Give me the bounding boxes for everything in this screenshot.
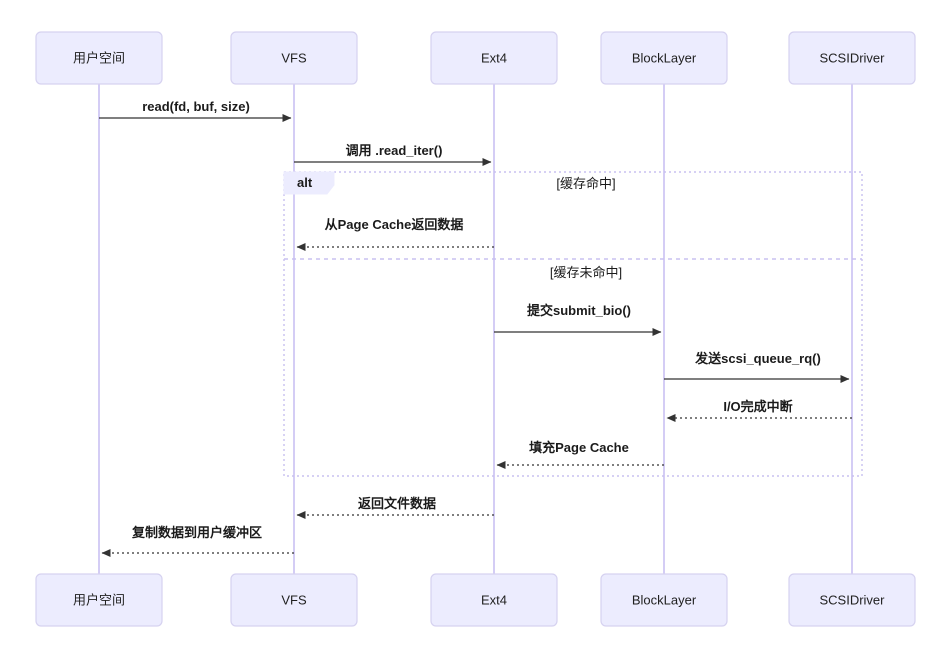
participant-top-vfs-box[interactable] [230, 31, 358, 85]
participant-bottom-ext4-box[interactable] [430, 573, 558, 627]
message-scsi-queue-rq-label: 发送scsi_queue_rq() [694, 351, 821, 366]
message-fill-page-cache: 填充Page Cache [496, 440, 664, 470]
participant-bottom-blocklayer[interactable]: BlockLayer [600, 573, 728, 627]
participant-bottom-scsidriver[interactable]: SCSIDriver [788, 573, 916, 627]
alt-condition-cache-miss: [缓存未命中] [550, 265, 622, 280]
participant-top-vfs-label: VFS [281, 50, 307, 65]
participant-bottom-blocklayer-box[interactable] [600, 573, 728, 627]
participant-bottom-vfs-box[interactable] [230, 573, 358, 627]
message-copy-to-user-buffer-label: 复制数据到用户缓冲区 [131, 525, 262, 540]
participant-bottom-ext4[interactable]: Ext4 [430, 573, 558, 627]
participant-top-blocklayer-box[interactable] [600, 31, 728, 85]
message-read-iter: 调用 .read_iter() [294, 143, 492, 167]
participant-bottom-ext4-label: Ext4 [481, 592, 507, 607]
participant-bottom-vfs[interactable]: VFS [230, 573, 358, 627]
alt-condition-cache-hit: [缓存命中] [556, 176, 615, 191]
participant-top-ext4-box[interactable] [430, 31, 558, 85]
message-scsi-queue-rq: 发送scsi_queue_rq() [664, 351, 850, 384]
participant-bottom-user-box[interactable] [35, 573, 163, 627]
message-return-file-data: 返回文件数据 [296, 496, 494, 520]
message-pagecache-return: 从Page Cache返回数据 [296, 217, 494, 252]
message-read-label: read(fd, buf, size) [142, 99, 250, 114]
message-io-complete-interrupt: I/O完成中断 [666, 399, 852, 423]
alt-tag-label: alt [297, 175, 313, 190]
participant-bottom-user-label: 用户空间 [73, 592, 125, 607]
participant-top-scsidriver[interactable]: SCSIDriver [788, 31, 916, 85]
message-read: read(fd, buf, size) [99, 99, 292, 123]
participant-top-blocklayer[interactable]: BlockLayer [600, 31, 728, 85]
message-read-iter-label: 调用 .read_iter() [346, 143, 443, 158]
participant-top-ext4-label: Ext4 [481, 50, 507, 65]
alt-fragment: alt [缓存命中] [缓存未命中] [283, 171, 863, 477]
participant-bottom-user[interactable]: 用户空间 [35, 573, 163, 627]
participant-top-user[interactable]: 用户空间 [35, 31, 163, 85]
participant-boxes-top: 用户空间 VFS Ext4 BlockLayer SCSIDriver [35, 31, 916, 85]
participant-top-vfs[interactable]: VFS [230, 31, 358, 85]
message-pagecache-return-label: 从Page Cache返回数据 [325, 217, 464, 232]
message-io-complete-interrupt-label: I/O完成中断 [723, 399, 792, 414]
participant-top-user-box[interactable] [35, 31, 163, 85]
participant-top-scsidriver-label: SCSIDriver [819, 50, 885, 65]
lifelines-group [98, 84, 853, 574]
messages-group: read(fd, buf, size) 调用 .read_iter() 从Pag… [99, 99, 852, 558]
message-return-file-data-label: 返回文件数据 [358, 496, 436, 511]
participant-bottom-blocklayer-label: BlockLayer [632, 592, 697, 607]
participant-top-ext4[interactable]: Ext4 [430, 31, 558, 85]
alt-tag-shape [283, 171, 335, 195]
participant-bottom-scsidriver-label: SCSIDriver [819, 592, 885, 607]
message-submit-bio: 提交submit_bio() [494, 303, 662, 337]
alt-fragment-box [283, 171, 863, 477]
participant-top-user-label: 用户空间 [73, 50, 125, 65]
participant-bottom-scsidriver-box[interactable] [788, 573, 916, 627]
message-submit-bio-label: 提交submit_bio() [527, 303, 631, 318]
participant-top-blocklayer-label: BlockLayer [632, 50, 697, 65]
message-copy-to-user-buffer: 复制数据到用户缓冲区 [101, 525, 294, 558]
message-fill-page-cache-label: 填充Page Cache [529, 440, 629, 455]
participant-bottom-vfs-label: VFS [281, 592, 307, 607]
participant-top-scsidriver-box[interactable] [788, 31, 916, 85]
participant-boxes-bottom: 用户空间 VFS Ext4 BlockLayer SCSIDriver [35, 573, 916, 627]
